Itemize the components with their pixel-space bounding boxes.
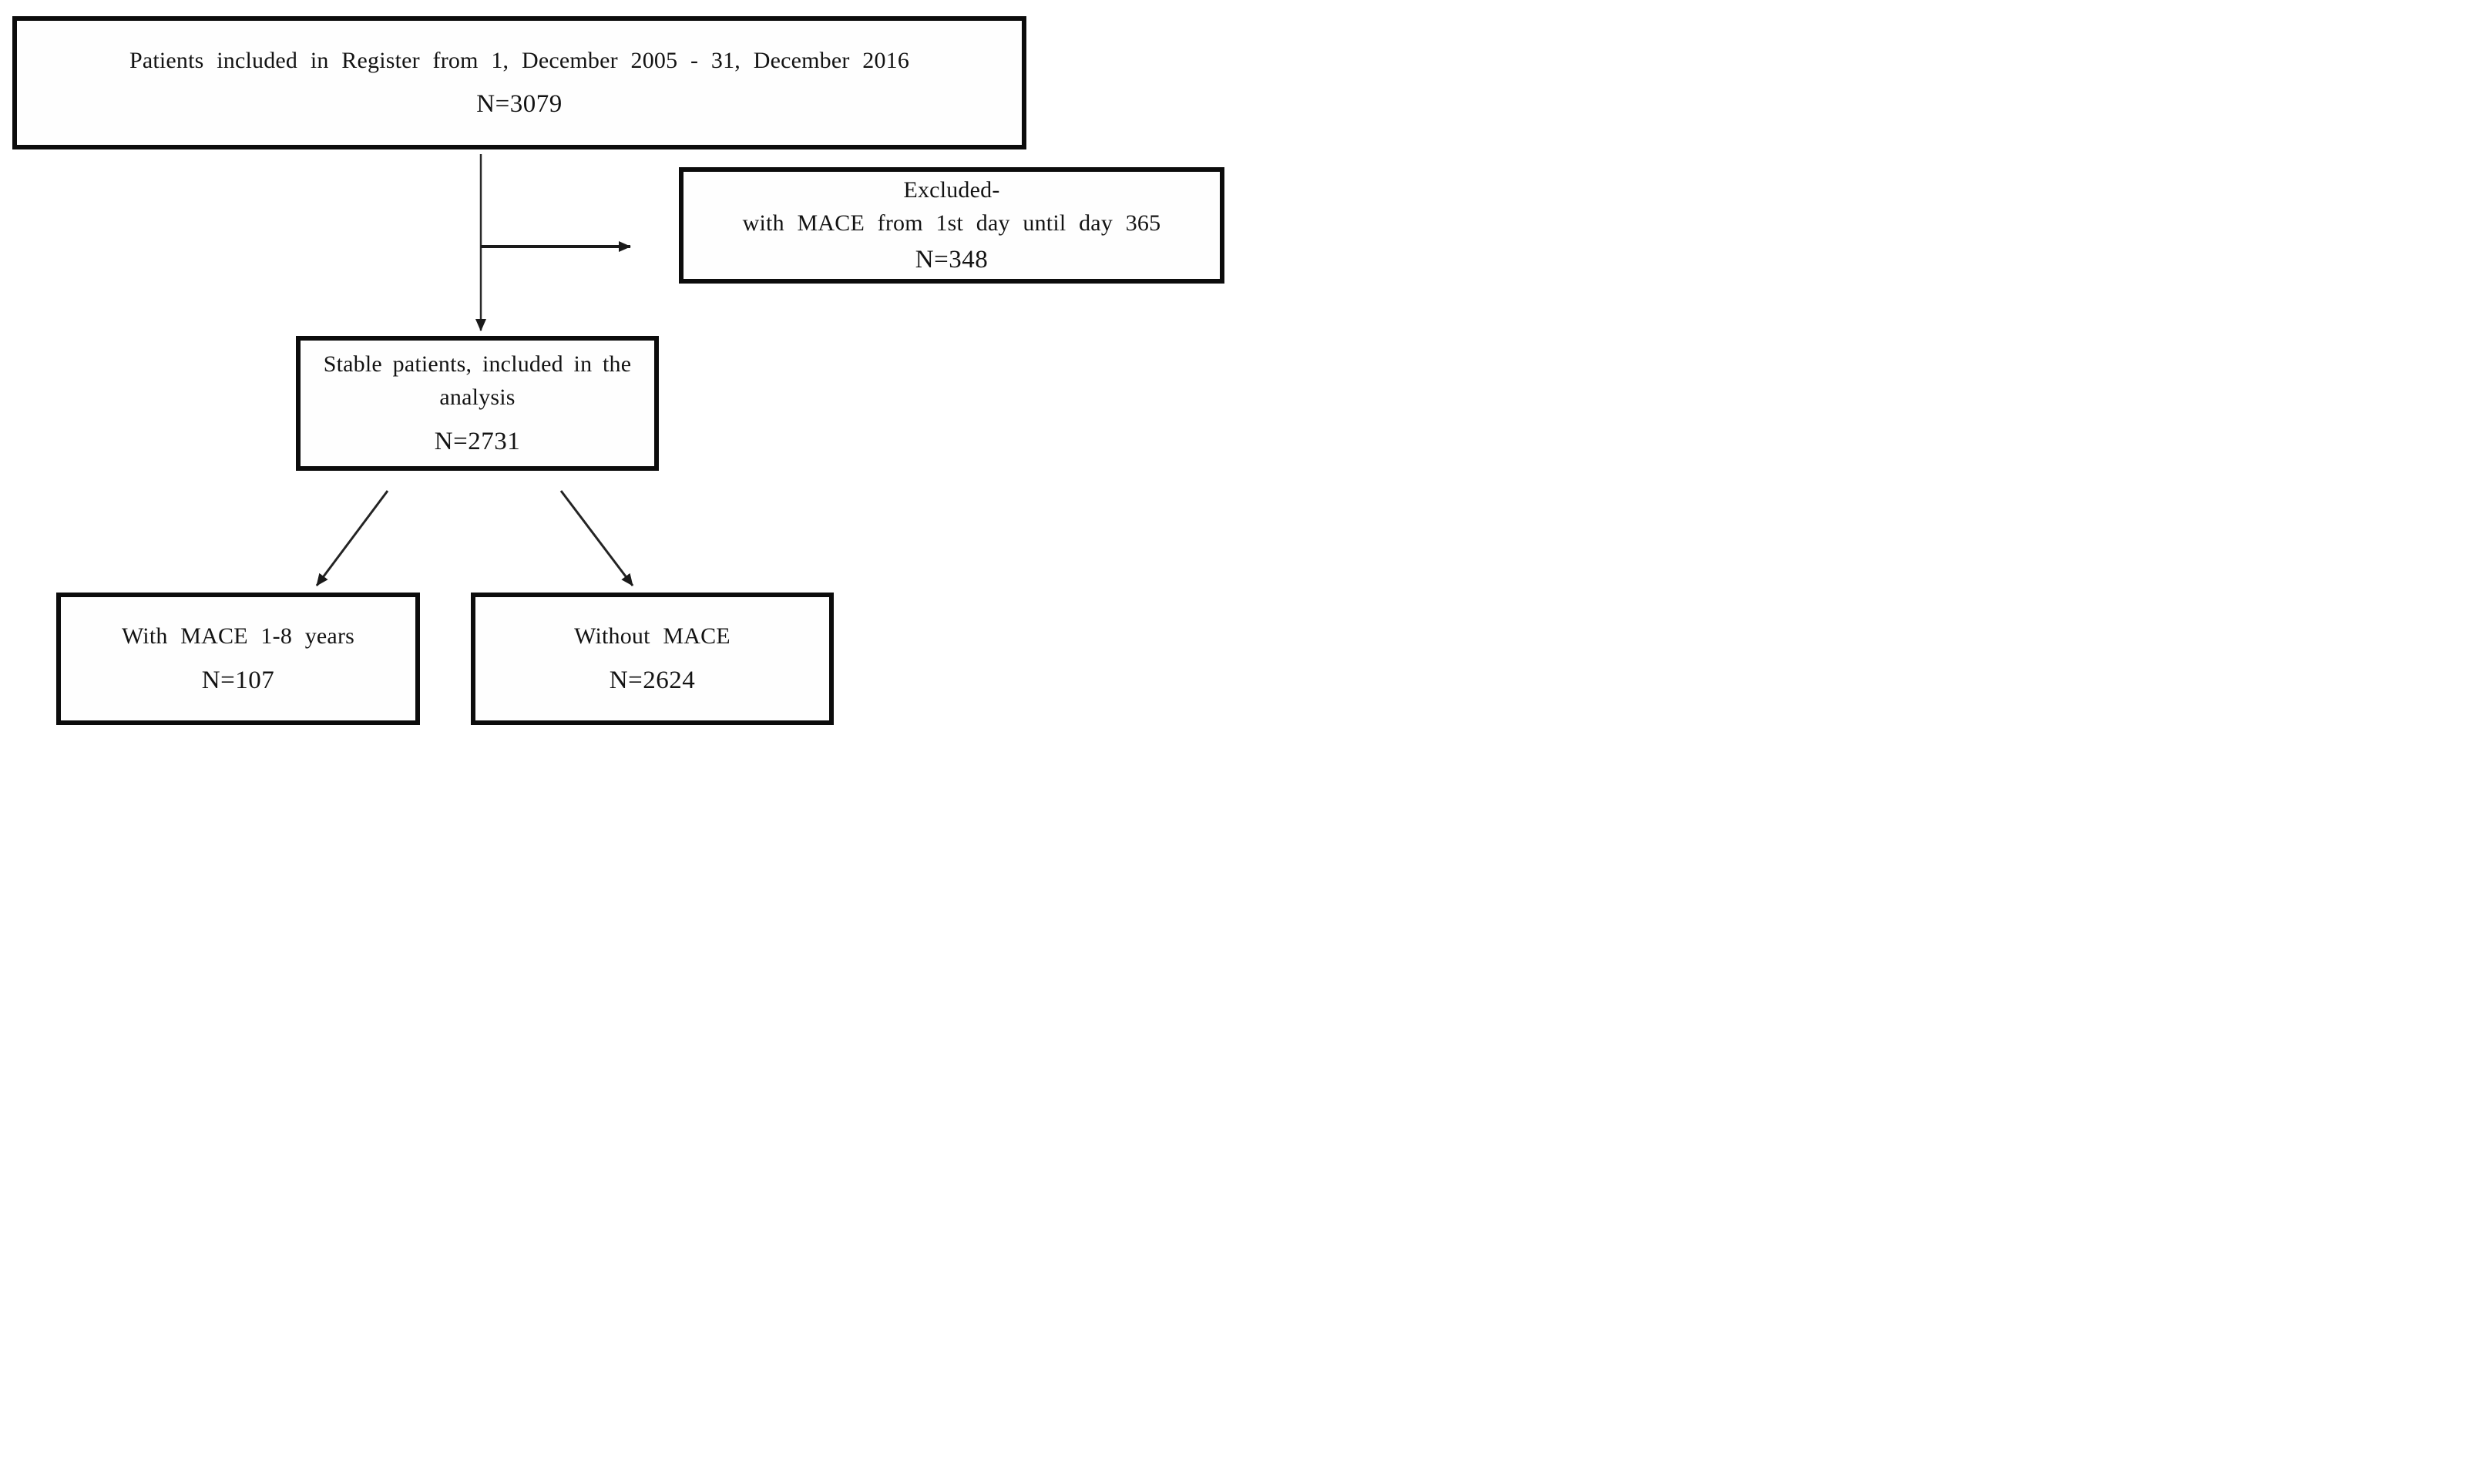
box-excluded-title: Excluded- [903,176,1000,203]
box-stable-patients: Stable patients, included in the analysi… [296,336,659,471]
box-excluded-text: with MACE from 1st day until day 365 [742,210,1161,236]
box-stable-text-line1: Stable patients, included in the [323,351,632,378]
box-without-mace-count: N=2624 [609,666,696,694]
box-excluded-count: N=348 [915,246,989,274]
box-without-mace-text: Without MACE [574,623,731,650]
box-register: Patients included in Register from 1, De… [12,16,1026,149]
box-register-text: Patients included in Register from 1, De… [129,47,910,73]
box-stable-count: N=2731 [434,427,521,455]
box-with-mace: With MACE 1-8 years N=107 [56,593,420,725]
box-with-mace-count: N=107 [201,666,275,694]
box-register-count: N=3079 [476,90,563,119]
box-with-mace-text: With MACE 1-8 years [121,623,355,650]
box-excluded: Excluded- with MACE from 1st day until d… [679,167,1224,284]
arrow-stable-to-without-mace [559,490,634,586]
box-without-mace: Without MACE N=2624 [471,593,834,725]
flow-arrows [315,154,634,586]
arrow-stable-to-with-mace [315,490,389,586]
box-stable-text-line2: analysis [439,384,516,411]
patient-flow-diagram: Patients included in Register from 1, De… [0,0,1236,742]
